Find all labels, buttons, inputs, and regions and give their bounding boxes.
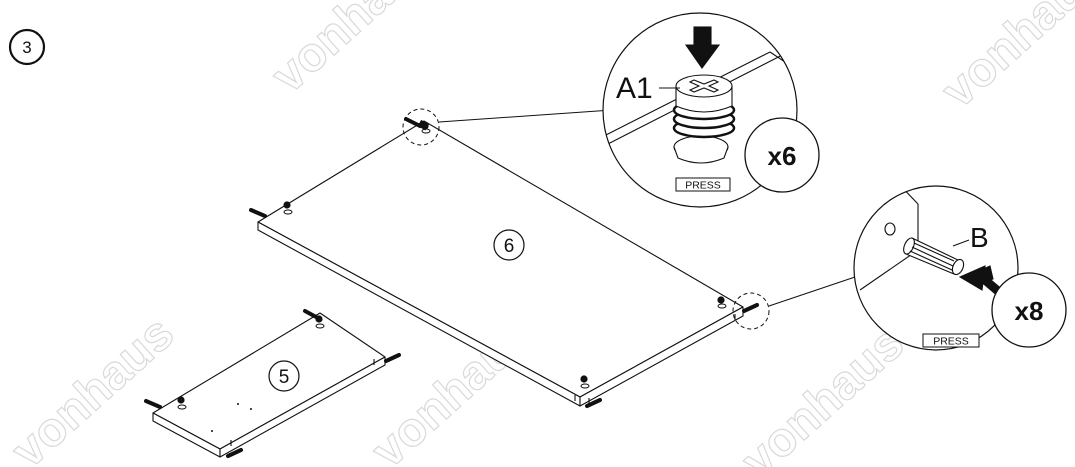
cam-lock-icon-group-panel-6 bbox=[283, 119, 727, 389]
dowel-quantity: x8 bbox=[1015, 296, 1044, 326]
panel-5 bbox=[152, 312, 386, 458]
cam-lock-icon bbox=[283, 201, 293, 215]
cam-lock-quantity-badge bbox=[744, 117, 820, 193]
panel-6-number: 6 bbox=[504, 236, 515, 257]
dowel-callout: B PRESS x8 bbox=[853, 185, 1067, 351]
panel-6-right-edge bbox=[579, 306, 744, 407]
dowel-press-text: PRESS bbox=[933, 336, 969, 348]
cam-lock-icon bbox=[717, 296, 727, 309]
dowel-quantity-badge bbox=[991, 272, 1067, 348]
dowel-icon-group-panel-6 bbox=[249, 117, 759, 408]
panel-6 bbox=[257, 120, 744, 407]
cam-lock-quantity: x6 bbox=[768, 141, 797, 171]
dowel-icon bbox=[303, 309, 320, 320]
dowel-icon bbox=[226, 448, 243, 458]
cam-lock-press-text: PRESS bbox=[685, 180, 721, 192]
step-marker: 3 bbox=[8, 28, 46, 66]
cam-lock-icon bbox=[417, 119, 431, 134]
dowel-icon bbox=[144, 399, 162, 409]
panel-6-label: 6 bbox=[493, 229, 525, 261]
watermark-5: vonhaus bbox=[732, 317, 914, 467]
dowel-icon-group-panel-5 bbox=[144, 309, 401, 458]
panel-5-holes bbox=[211, 403, 252, 432]
dowel-press-box bbox=[922, 333, 980, 348]
dowel-icon bbox=[742, 303, 759, 313]
dowel-icon bbox=[384, 353, 401, 363]
detail-marker-dowel bbox=[732, 292, 770, 330]
watermark-1: vonhaus bbox=[262, 0, 444, 103]
panel-5-label: 5 bbox=[268, 360, 300, 392]
detail-markers bbox=[402, 108, 859, 330]
step-number: 3 bbox=[22, 38, 31, 57]
panel-5-number: 5 bbox=[279, 367, 290, 388]
cam-lock-icon bbox=[177, 396, 187, 410]
cam-lock-icon bbox=[580, 375, 590, 389]
panel-5-right-edge bbox=[219, 356, 386, 458]
detail-marker-cam-lock bbox=[402, 108, 440, 146]
dowel-icon bbox=[404, 117, 422, 128]
cam-lock-part-label: A1 bbox=[616, 72, 653, 105]
watermark-2: vonhaus bbox=[932, 0, 1075, 118]
cam-lock-press-box bbox=[675, 177, 731, 192]
leader-line-dowel bbox=[768, 275, 859, 307]
dowel-icon bbox=[249, 208, 267, 218]
dowel-part-label: B bbox=[970, 222, 989, 253]
watermark-3: vonhaus bbox=[2, 307, 184, 467]
leader-line-cam-lock bbox=[438, 109, 613, 123]
dowel-icon bbox=[585, 398, 602, 408]
cam-lock-callout: A1 PRESS x6 bbox=[602, 12, 820, 208]
